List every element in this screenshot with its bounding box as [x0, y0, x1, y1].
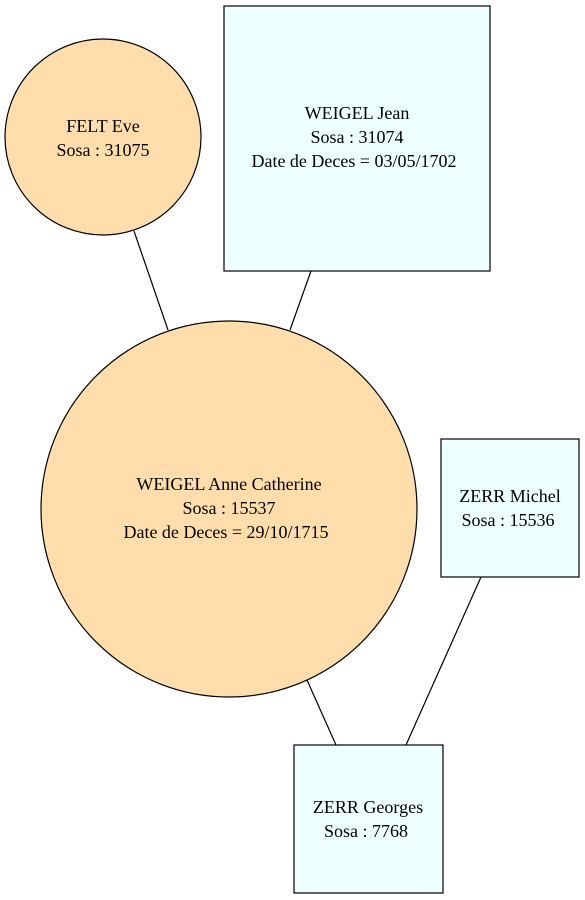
- person-node-weigel-jean: WEIGEL Jean Sosa : 31074 Date de Deces =…: [223, 5, 491, 272]
- person-name: ZERR Georges: [313, 797, 423, 817]
- male-box-shape: [440, 438, 580, 578]
- person-name: WEIGEL Jean: [305, 103, 410, 123]
- male-box-shape: [293, 744, 444, 894]
- person-death-date: Date de Deces = 03/05/1702: [251, 151, 456, 171]
- female-circle-shape: [40, 320, 418, 698]
- person-name: FELT Eve: [66, 116, 140, 136]
- edge-weigel-jean-to-weigel-anne-catherine: [289, 270, 312, 331]
- person-sosa: Sosa : 7768: [324, 821, 408, 841]
- female-circle-shape: [4, 38, 202, 236]
- male-box-shape: [223, 5, 491, 272]
- person-death-date: Date de Deces = 29/10/1715: [123, 522, 328, 542]
- person-node-zerr-georges: ZERR Georges Sosa : 7768: [293, 744, 444, 894]
- person-sosa: Sosa : 15536: [461, 510, 554, 530]
- person-node-zerr-michel: ZERR Michel Sosa : 15536: [440, 438, 580, 578]
- person-name: ZERR Michel: [459, 486, 561, 506]
- edge-zerr-michel-to-zerr-georges: [405, 576, 482, 746]
- person-sosa: Sosa : 15537: [182, 498, 275, 518]
- edge-felt-eve-to-weigel-anne-catherine: [133, 230, 169, 331]
- edge-weigel-anne-catherine-to-zerr-georges: [306, 679, 337, 746]
- person-name: WEIGEL Anne Catherine: [136, 474, 321, 494]
- person-sosa: Sosa : 31074: [310, 127, 403, 147]
- person-node-weigel-anne-catherine: WEIGEL Anne Catherine Sosa : 15537 Date …: [40, 320, 418, 698]
- person-node-felt-eve: FELT Eve Sosa : 31075: [4, 38, 202, 236]
- person-sosa: Sosa : 31075: [56, 140, 149, 160]
